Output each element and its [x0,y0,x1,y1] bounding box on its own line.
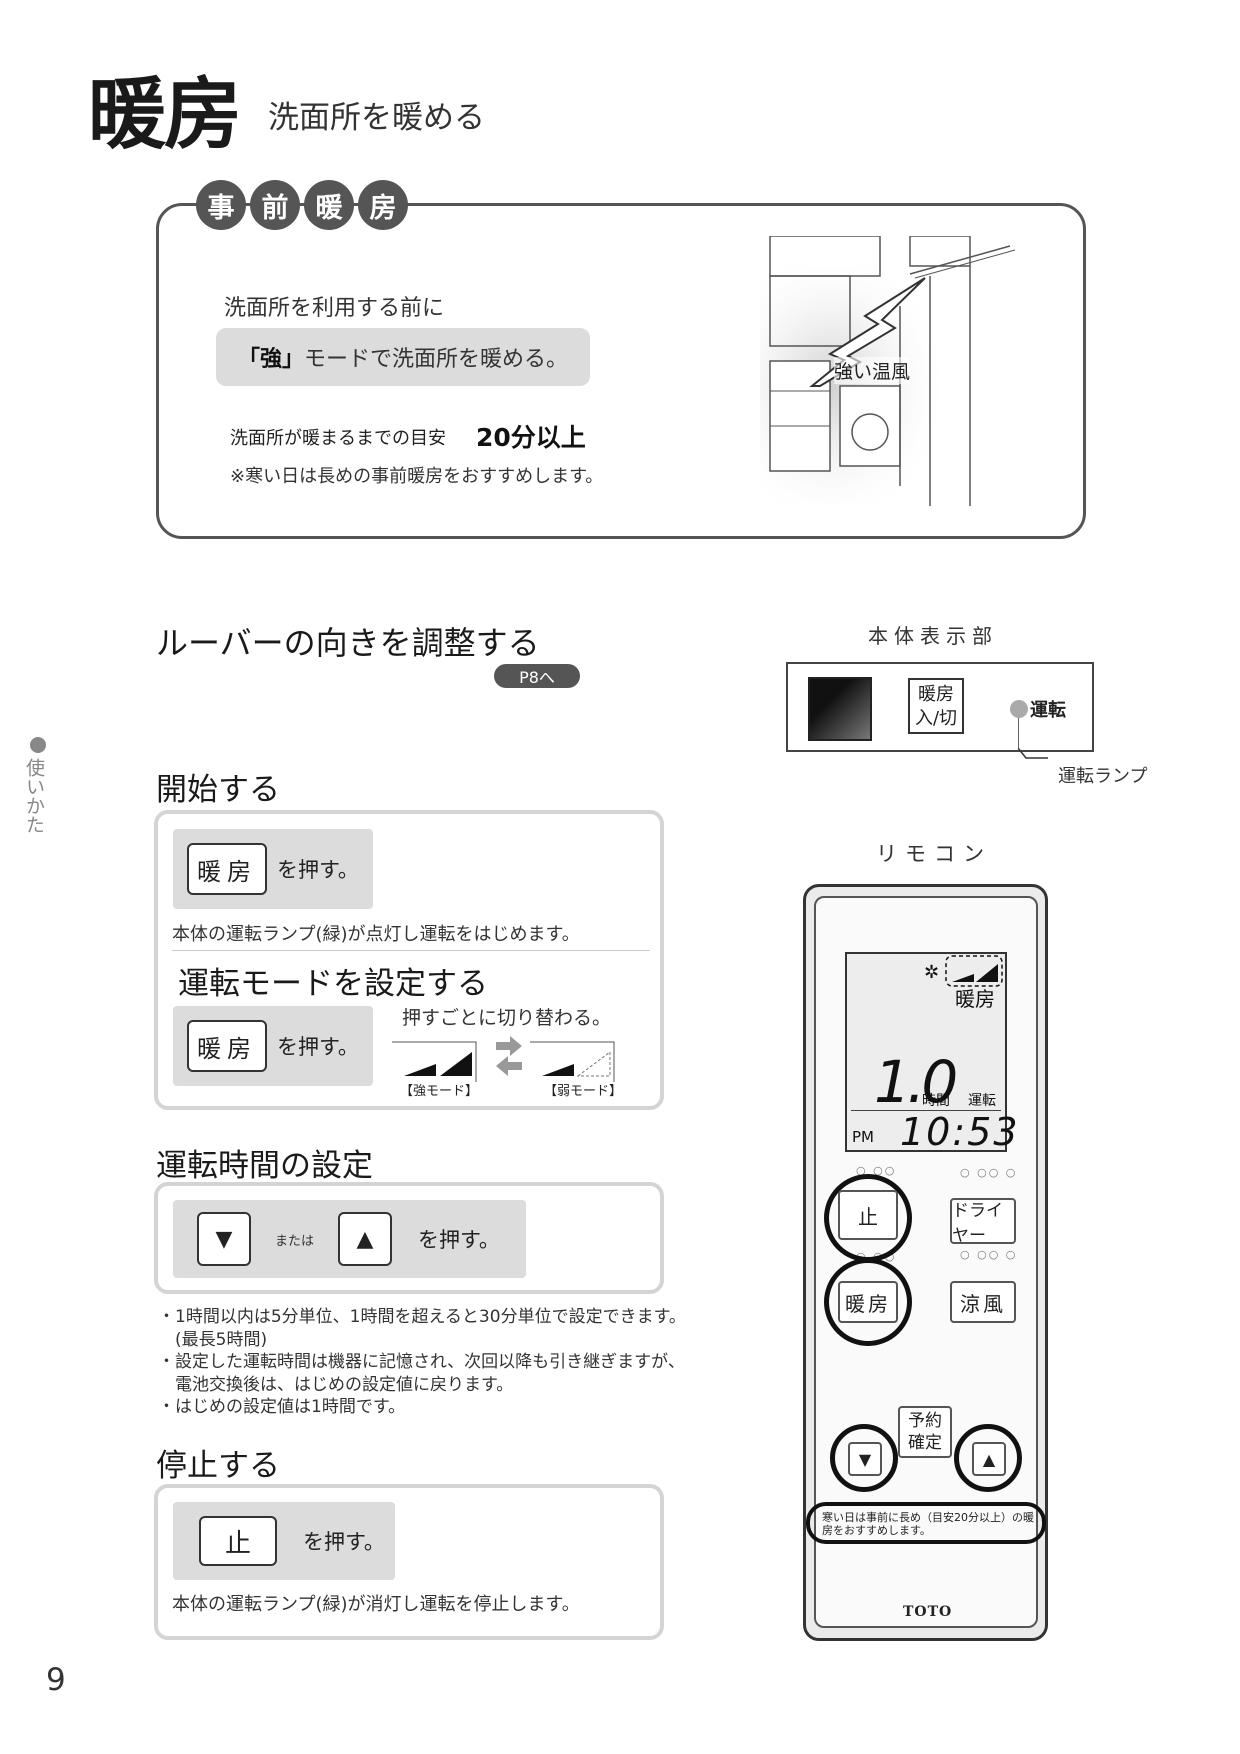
stop-key[interactable]: 止 [199,1516,277,1566]
mode-instruction: 暖房 を押す。 [173,1006,373,1086]
body-heat-button-line1: 暖房 [918,684,954,705]
weak-mode-icon [530,1041,615,1082]
time-note: ・1時間以内は5分単位、1時間を超えると30分単位で設定できます。 [158,1307,686,1327]
mode-prefix: 「強」 [238,347,305,372]
pre-heating-target-label: 洗面所が暖まるまでの目安 [230,428,446,449]
operation-lamp-caption: 運転ランプ [1058,766,1148,787]
divider [172,950,650,951]
badge-char: 前 [250,180,300,230]
lamp-leader-line [1018,718,1048,759]
lcd-clock: 10:53 [900,1110,1020,1154]
strong-mode-label: 【強モード】 [400,1084,479,1099]
warm-air-label: 強い温風 [834,357,911,384]
remote-timer-button[interactable]: 予約 確定 [898,1406,952,1458]
stop-frame [154,1484,664,1640]
lcd-strength-icon: ✲ [924,955,1003,987]
down-key[interactable]: ▼ [197,1212,251,1266]
mode-text: モードで洗面所を暖める。 [304,347,569,372]
stop-instruction: 止 を押す。 [173,1502,395,1580]
timer-label-1: 予約 [908,1411,942,1431]
start-description: 本体の運転ランプ(緑)が点灯し運転をはじめます。 [172,924,580,945]
heat-key[interactable]: 暖房 [187,1020,267,1072]
badge-char: 房 [358,180,408,230]
highlight-ring [954,1424,1022,1492]
page-title: 暖房 [88,70,242,160]
remote-brand-logo: TOTO [903,1604,953,1620]
start-title: 開始する [156,772,280,808]
remote-stop-button[interactable]: 止 [838,1190,898,1240]
lcd-hours: 1.0 [874,1048,958,1116]
heat-key[interactable]: 暖房 [187,843,267,895]
time-note: ・はじめの設定値は1時間です。 [158,1397,406,1417]
lcd-mode: 暖房 [955,987,995,1011]
louver-title: ルーバーの向きを調整する [156,624,540,662]
decorative-dots: ○ ○○ ○ [960,1166,1018,1179]
page-subtitle: 洗面所を暖める [268,100,485,136]
side-bullet-icon [30,737,46,753]
time-notes: ・1時間以内は5分単位、1時間を超えると30分単位で設定できます。 (最長5時間… [158,1306,686,1419]
highlight-ring [824,1258,912,1346]
mode-toggle-diagram [392,1036,615,1082]
weak-mode-label: 【弱モード】 [544,1084,623,1099]
time-note: (最長5時間) [158,1329,268,1350]
pre-heating-box [156,203,1086,539]
mode-switch-note: 押すごとに切り替わる。 [402,1007,612,1029]
body-heat-button[interactable]: 暖房 入/切 [908,678,964,734]
start-instruction: 暖房 を押す。 [173,829,373,909]
decorative-dots: ○ ○○ ○ [960,1248,1018,1261]
body-display-title: 本体表示部 [868,624,998,648]
highlight-ring [830,1424,898,1492]
svg-text:✲: ✲ [924,962,939,983]
operation-lamp-label: 運転 [1030,700,1066,721]
time-note: 電池交換後は、はじめの設定値に戻ります。 [158,1374,514,1395]
press-text: を押す。 [303,1530,385,1554]
remote-down-button[interactable]: ▼ [848,1442,882,1476]
pre-heating-intro: 洗面所を利用する前に [224,296,445,321]
louver-page-ref[interactable]: P8へ [494,664,580,688]
remote-note: 寒い日は事前に長め（目安20分以上）の暖房をおすすめします。 [822,1511,1034,1537]
pre-heating-mode-box: 「強」 モードで洗面所を暖める。 [216,328,590,386]
start-frame [154,810,664,1110]
pre-heating-target-value: 20分以上 [476,423,586,452]
pre-heating-badge: 事 前 暖 房 [196,180,408,230]
body-display-panel [786,662,1094,752]
lcd-ampm: PM [852,1128,874,1146]
time-note: ・設定した運転時間は機器に記憶され、次回以降も引き継ぎますが、 [158,1352,685,1372]
remote-heat-button[interactable]: 暖房 [838,1281,898,1323]
remote-note-ring [806,1502,1046,1544]
bathroom-illustration [760,236,1016,506]
press-text: を押す。 [418,1228,500,1252]
press-text: を押す。 [277,858,359,882]
remote-title: リモコン [876,842,992,866]
sensor-window [808,677,872,741]
time-instruction: ▼ または ▲ を押す。 [173,1200,526,1278]
remote-lcd [845,952,1007,1152]
remote-up-button[interactable]: ▲ [972,1442,1006,1476]
stop-title: 停止する [156,1448,280,1484]
lcd-hours-unit: 時間 [922,1093,950,1109]
lcd-run: 運転 [968,1093,996,1109]
or-text: または [275,1233,315,1249]
page-number: 9 [46,1662,66,1698]
mode-title: 運転モードを設定する [178,966,488,1002]
time-frame [154,1182,664,1294]
switch-arrows-icon [496,1036,522,1076]
lcd-divider [851,1110,1001,1111]
timer-label-2: 確定 [908,1433,942,1453]
badge-char: 事 [196,180,246,230]
decorative-dots: ○ ○○ [856,1164,897,1177]
side-section-label: 使いかた [23,758,45,834]
body-heat-button-line2: 入/切 [914,708,958,729]
remote-dryer-button[interactable]: ドライヤー [950,1198,1016,1246]
remote-cool-button[interactable]: 涼風 [950,1281,1016,1323]
press-text: を押す。 [277,1035,359,1059]
strong-mode-icon [392,1041,477,1082]
time-title: 運転時間の設定 [156,1148,373,1184]
pre-heating-note: ※寒い日は長めの事前暖房をおすすめします。 [230,466,604,487]
operation-lamp-icon [1010,700,1028,718]
badge-char: 暖 [304,180,354,230]
stop-description: 本体の運転ランプ(緑)が消灯し運転を停止します。 [172,1594,580,1615]
up-key[interactable]: ▲ [338,1212,393,1266]
